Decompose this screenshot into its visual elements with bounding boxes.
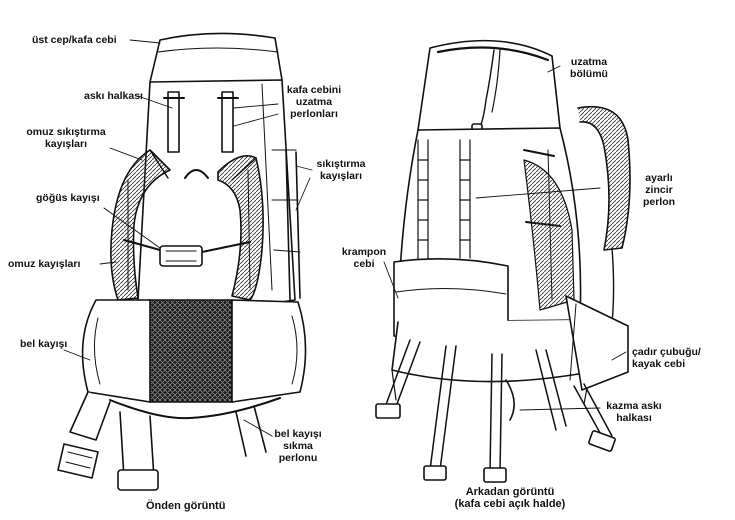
label-tent-pole-line-1: çadır çubuğu/ <box>632 346 701 358</box>
label-daisy-line-1: ayarlı <box>645 172 673 184</box>
label-extension-collar: uzatma bölümü <box>562 56 616 80</box>
sternum-buckle <box>159 245 203 267</box>
label-compression-straps: sıkıştırma kayışları <box>312 158 370 182</box>
hip-belt <box>81 299 151 403</box>
label-tent-pole-pocket: çadır çubuğu/ kayak cebi <box>632 346 701 370</box>
back-bottom-straps <box>383 339 613 473</box>
label-shoulder-compression-line-2: kayışları <box>44 138 88 150</box>
label-crampon-line-1: krampon <box>341 246 387 258</box>
label-lid-extension-line-3: perlonları <box>290 108 338 120</box>
label-lid-extension-line-1: kafa cebini <box>286 84 342 96</box>
back-view-backpack <box>375 39 631 483</box>
front-haul-loop <box>184 169 209 179</box>
label-crampon-pocket: krampon cebi <box>338 246 390 270</box>
left-shoulder-strap <box>110 149 171 301</box>
label-hip-belt: bel kayışı <box>20 338 68 350</box>
label-compression-line-2: kayışları <box>319 170 363 182</box>
leader-lines <box>63 39 627 437</box>
back-frame-strap <box>577 106 631 251</box>
label-top-lid-pocket: üst cep/kafa cebi <box>32 34 117 46</box>
front-view-backpack <box>57 32 307 491</box>
daisy-chain-left <box>417 139 429 263</box>
sternum-strap <box>123 239 251 253</box>
label-shoulder-straps: omuz kayışları <box>8 258 81 270</box>
tent-pole-pocket <box>565 295 629 391</box>
label-sternum-strap: göğüs kayışı <box>36 192 100 204</box>
label-tent-pole-line-2: kayak cebi <box>632 358 686 370</box>
back-side-mesh-pocket <box>523 159 575 311</box>
front-back-mesh-panel <box>147 299 233 403</box>
label-crampon-line-2: cebi <box>353 258 375 270</box>
caption-back-view: Arkadan görüntü (kafa cebi açık halde) <box>440 486 580 510</box>
label-hip-belt-tensioner: bel kayışı sıkma perlonu <box>270 428 326 464</box>
caption-front-view: Önden görüntü <box>146 500 226 512</box>
label-daisy-line-2: zincir <box>645 184 673 196</box>
front-side-compression-strap <box>285 149 301 301</box>
label-lid-extension-line-2: uzatma <box>295 96 333 108</box>
caption-back-line-1: Arkadan görüntü <box>465 486 555 498</box>
label-extension-line-2: bölümü <box>570 68 608 80</box>
label-ice-axe-line-1: kazma askı <box>606 400 662 412</box>
label-ice-axe-loop: kazma askı halkası <box>602 400 666 424</box>
ice-axe-loop <box>505 379 515 421</box>
front-hip-strap <box>119 411 155 479</box>
front-left-buckle <box>57 443 99 479</box>
label-shoulder-compression-line-1: omuz sıkıştırma <box>26 126 106 138</box>
label-daisy-chain: ayarlı zincir perlon <box>634 172 684 208</box>
label-hip-tensioner-line-3: perlonu <box>278 452 318 464</box>
label-extension-line-1: uzatma <box>570 56 608 68</box>
caption-back-line-2: (kafa cebi açık halde) <box>454 498 566 510</box>
label-compression-line-1: sıkıştırma <box>316 158 366 170</box>
label-shoulder-compression: omuz sıkıştırma kayışları <box>18 126 114 150</box>
daisy-chain-right <box>459 139 471 259</box>
front-lid-pocket <box>149 32 283 87</box>
label-hip-tensioner-line-1: bel kayışı <box>274 428 322 440</box>
label-lid-extension-straps: kafa cebini uzatma perlonları <box>282 84 346 120</box>
label-haul-loop: askı halkası <box>84 90 143 102</box>
label-daisy-line-3: perlon <box>642 196 676 208</box>
label-ice-axe-line-2: halkası <box>616 412 652 424</box>
label-hip-tensioner-line-2: sıkma <box>283 440 313 452</box>
